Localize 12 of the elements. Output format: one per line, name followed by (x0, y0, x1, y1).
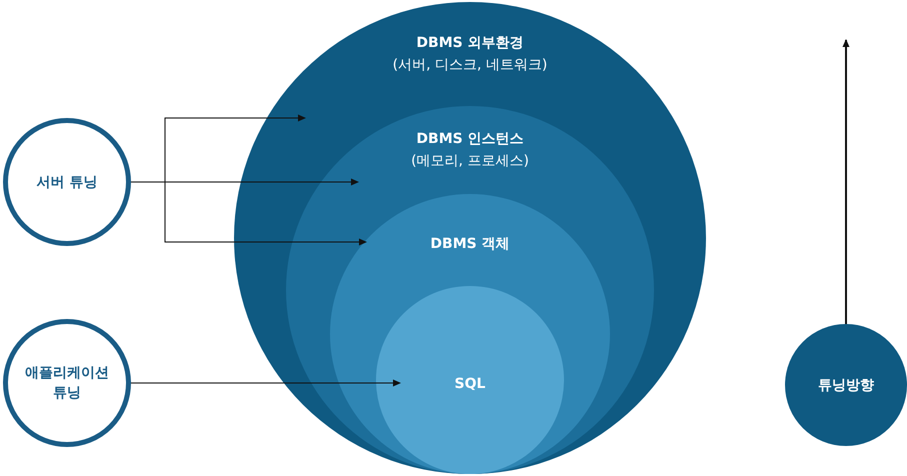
arrow (130, 380, 401, 386)
circle-sublabel: (서버, 디스크, 네트워크) (392, 56, 548, 75)
direction-arrow (842, 39, 850, 324)
circle-sublabel: (메모리, 프로세스) (411, 152, 529, 171)
circle-label: 애플리케이션 튜닝 (24, 364, 110, 403)
circle-label: 서버 튜닝 (36, 174, 98, 192)
circle-label: DBMS 외부환경 (416, 34, 524, 53)
circle-label: SQL (454, 375, 486, 394)
circle-label: DBMS 객체 (430, 235, 510, 254)
arrow (130, 182, 367, 246)
circle-label: DBMS 인스턴스 (416, 130, 524, 149)
circle-label: 튜닝방향 (818, 376, 874, 396)
